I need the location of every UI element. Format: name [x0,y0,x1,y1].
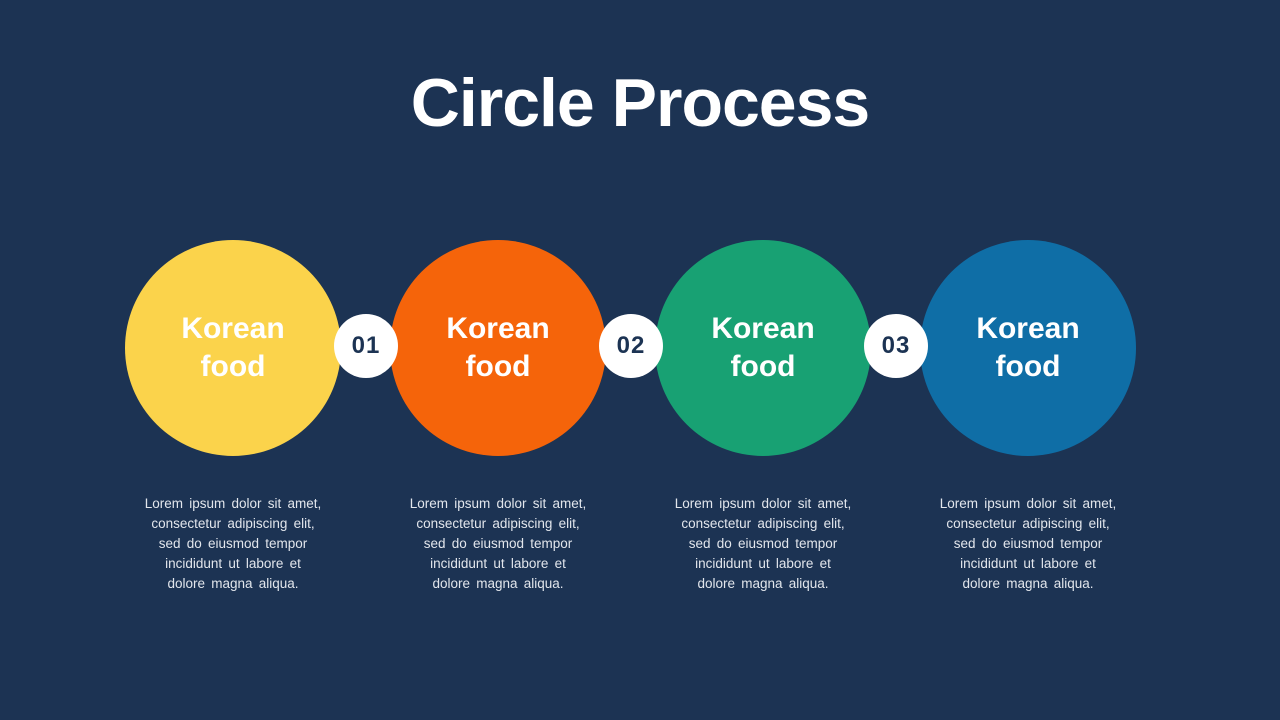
step-circle-4: Korean food [920,240,1136,456]
connector-number-1: 01 [351,332,381,359]
connector-number-2: 02 [616,332,646,359]
step-description-4: Lorem ipsum dolor sit amet, consectetur … [939,496,1117,591]
connector-badge-1: 01 [334,314,398,378]
step-label-4: Korean food [976,312,1080,383]
step-label-2: Korean food [446,312,550,383]
connector-number-3: 03 [881,332,911,359]
step-label-3: Korean food [711,312,815,383]
connector-badge-3: 03 [864,314,928,378]
step-circle-3: Korean food [655,240,871,456]
step-label-1: Korean food [181,312,285,383]
step-description-3: Lorem ipsum dolor sit amet, consectetur … [674,496,852,591]
step-description-1: Lorem ipsum dolor sit amet, consectetur … [144,496,322,591]
step-circle-1: Korean food [125,240,341,456]
connector-badge-2: 02 [599,314,663,378]
step-circle-2: Korean food [390,240,606,456]
step-description-2: Lorem ipsum dolor sit amet, consectetur … [409,496,587,591]
page-title: Circle Process [410,65,871,141]
